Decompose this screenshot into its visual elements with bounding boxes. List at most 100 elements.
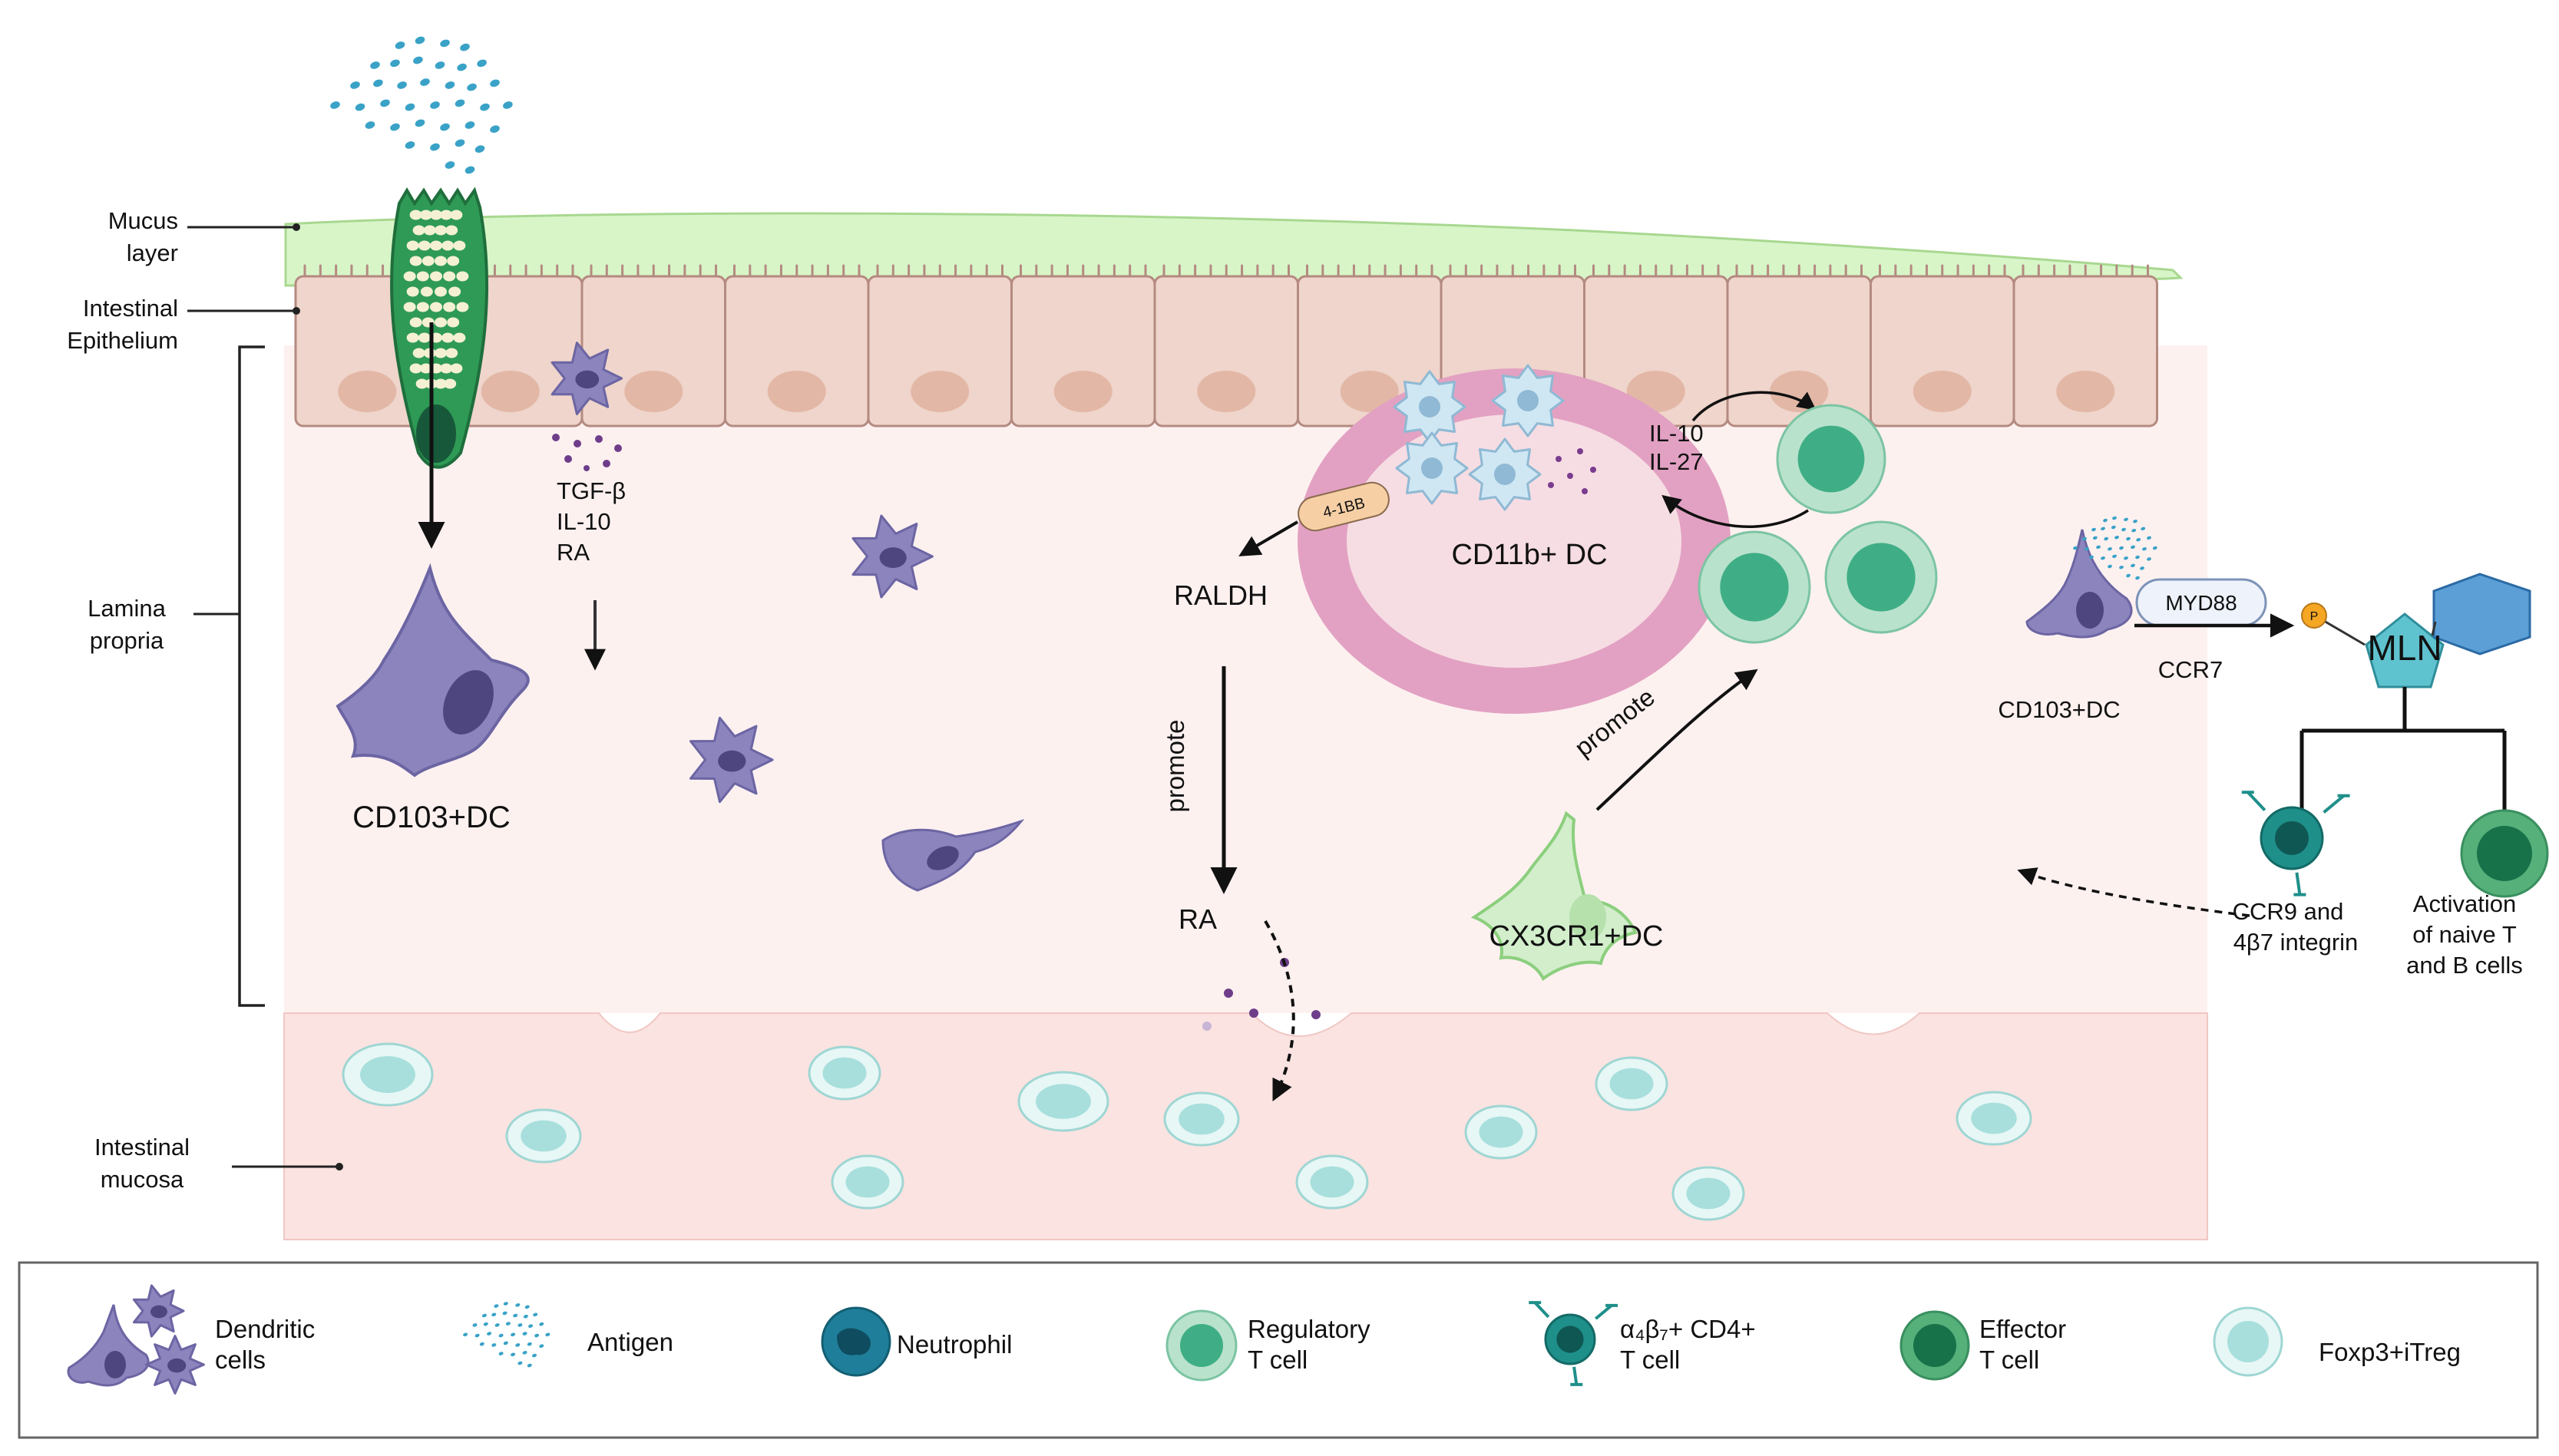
cd11b-dc-cell [1468,437,1542,511]
mucin-granule [409,210,422,220]
mucin-granule [441,240,455,251]
mucin-granule [422,256,435,266]
alpha4beta7-cd4-t-cell [2241,791,2350,896]
dendritic-cell-epithelial [550,342,623,415]
lamina-propria-bracket: Lamina propria [88,345,265,1007]
legend-treg-line1: Regulatory [1248,1315,1370,1343]
dendritic-cell [851,514,934,599]
myd88-badge: MYD88 [2135,578,2267,627]
mucin-granule [415,378,428,389]
mucin-granule [416,271,429,282]
epithelium-label-line2: Epithelium [67,327,178,354]
legend-a4b7-t-cell-icon [1529,1301,1618,1386]
activation-label-line1: Activation [2413,890,2516,917]
mucin-granule [412,225,425,236]
foxp3-itreg-cell [1163,1091,1240,1147]
cytokine-tgfb: TGF-β [557,477,626,504]
phospho-badge: P [2301,603,2366,646]
mucin-granule [435,256,447,266]
foxp3-itreg-cell [1017,1071,1109,1132]
legend-antigen: Antigen [587,1328,673,1356]
mucin-granule [406,240,419,251]
cytokine-list-left: TGF-β IL-10 RA [557,477,626,566]
mucin-granule [450,210,463,220]
epithelium-label-line1: Intestinal [83,295,178,322]
cd11b-dc-cell [1395,431,1469,505]
mucosa-label-line1: Intestinal [94,1134,190,1161]
raldh-label: RALDH [1174,579,1268,611]
mln-node: MLN [2365,573,2531,688]
mucin-granule [453,332,466,343]
mucin-granule [418,240,431,251]
legend-dendritic-line2: cells [215,1345,266,1374]
mucin-granule [450,363,463,374]
mln-text: MLN [2367,628,2442,668]
foxp3-itreg-cell [1671,1166,1745,1221]
foxp3-itreg-cell [1464,1104,1538,1160]
foxp3-itreg-cell [505,1108,582,1164]
cytokine-ra: RA [557,539,590,566]
activation-label-line3: and B cells [2406,952,2523,979]
legend-treg-line2: T cell [1248,1345,1308,1374]
badge-to-raldh-arrow [1238,520,1299,556]
dendritic-cell [689,716,774,804]
regulatory-t-cell [1698,530,1811,644]
activation-label-line2: of naive T [2412,921,2517,948]
mucin-granule [406,286,419,297]
mucin-granule [420,286,433,297]
legend-effector-line1: Effector [1979,1315,2066,1343]
ring-cytokine-dots [1548,448,1596,494]
legend-antigen-icon [463,1302,550,1368]
cd11b-dc-cell [1393,370,1466,444]
mucin-granule [447,256,460,266]
homing-dashed-arrow [2017,867,2250,917]
mucin-granule [403,271,416,282]
legend-itreg: Foxp3+iTreg [2319,1338,2461,1366]
myd88-text: MYD88 [2165,591,2237,615]
mucin-granule [441,332,455,343]
mucin-granule [430,240,442,251]
epithelial-cell [1153,264,1299,428]
mucin-granule [419,363,432,374]
legend-neutrophil: Neutrophil [897,1330,1012,1359]
foxp3-itreg-cell [1595,1056,1668,1111]
treg-to-ring-arrow [1661,494,1809,528]
mucin-granule [443,271,456,282]
epithelial-cell [580,264,726,428]
epithelial-cell [724,264,870,428]
foxp3-itreg-cell [342,1042,434,1107]
phospho-text: P [2310,610,2319,623]
layer-label-mucosa: Intestinal mucosa [94,1134,343,1193]
epithelial-cell [1010,264,1156,428]
epithelial-cell [1583,264,1729,428]
goblet-cell [390,187,489,469]
mucin-granule [435,378,447,389]
mucin-granule [435,348,447,358]
legend-dendritic-cells-icon [67,1284,205,1395]
ra-dashed-arrow [1264,920,1295,1102]
mucin-granule [435,286,447,297]
legend-effector-t-cell-icon [1899,1310,1970,1381]
mucin-granule [406,332,419,343]
foxp3-itreg-cell [1295,1154,1369,1210]
mucin-granule [419,210,432,220]
mucin-granule [456,302,469,312]
legend-itreg-icon [2213,1306,2283,1377]
legend-box [18,1261,2539,1439]
cx3cr1-promote-arrow [1595,669,1758,811]
mucus-label-line2: layer [127,239,178,266]
ring-to-treg-arrow [1691,391,1817,422]
mucin-granule [430,302,442,312]
mucin-granule [403,302,416,312]
mucin-granule [435,317,447,328]
lamina-propria-region [284,345,2207,1013]
cx3cr1-dc-cell [1470,811,1638,982]
badge-4-1bb: 4-1BB [1298,481,1390,532]
legend-dendritic-line1: Dendritic [215,1315,315,1343]
ring-cytokine-il27: IL-27 [1649,448,1704,475]
epithelial-cell [1726,264,1872,428]
mucin-granule [409,363,422,374]
mucin-granule [423,225,436,236]
mucin-granule [412,348,425,358]
